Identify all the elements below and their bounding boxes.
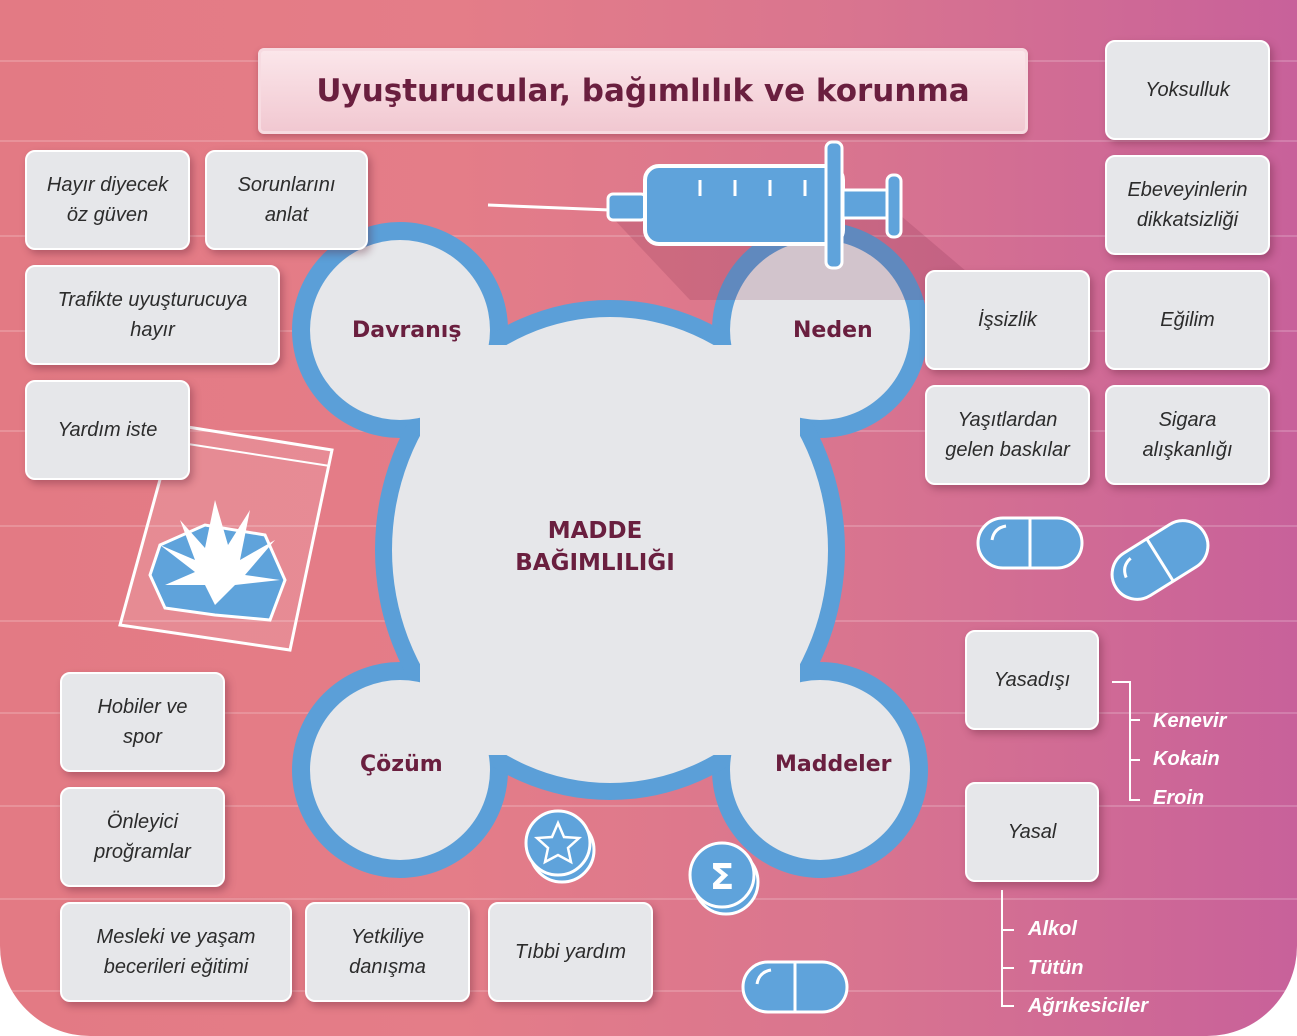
capsule-icon — [976, 516, 1084, 570]
center-label-line1: MADDE — [547, 518, 643, 544]
illegal-item: Eroin — [1153, 787, 1205, 809]
illegal-item: Kenevir — [1153, 710, 1227, 732]
page-title: Uyuşturucular, bağımlılık ve korunma — [316, 73, 970, 109]
behavior-card: Yardım iste — [25, 380, 190, 480]
substance-card-legal: Yasal — [965, 782, 1099, 882]
lobe-label-substances: Maddeler — [775, 752, 892, 777]
svg-text:Σ: Σ — [710, 857, 735, 898]
legal-item: Tütün — [1028, 957, 1084, 979]
legal-bracket — [1001, 890, 1014, 1007]
solution-card: Tıbbi yardım — [488, 902, 653, 1002]
center-label: MADDE BAĞIMLILIĞI — [480, 515, 710, 579]
central-cloud-shape — [292, 222, 928, 878]
legal-item: Alkol — [1028, 918, 1077, 940]
illegal-item: Kokain — [1153, 748, 1220, 770]
star-coin-icon — [524, 809, 596, 884]
sigma-coin-icon: Σ — [688, 841, 760, 916]
cause-card: Eğilim — [1105, 270, 1270, 370]
lobe-label-cause: Neden — [793, 318, 873, 343]
lobe-label-behavior: Davranış — [352, 318, 462, 343]
substance-card-illegal: Yasadışı — [965, 630, 1099, 730]
center-label-line2: BAĞIMLILIĞI — [515, 550, 675, 577]
illegal-bracket — [1112, 681, 1140, 801]
legal-item: Ağrıkesiciler — [1028, 995, 1149, 1017]
capsule-icon — [741, 960, 849, 1014]
cause-card: Yoksulluk — [1105, 40, 1270, 140]
cannabis-leaf-icon — [148, 500, 287, 622]
lobe-label-solution: Çözüm — [360, 752, 443, 777]
capsule-icon — [1110, 519, 1210, 601]
title-banner: Uyuşturucular, bağımlılık ve korunma — [258, 48, 1028, 134]
cause-card: İşsizlik — [925, 270, 1090, 370]
syringe-icon — [487, 140, 1000, 300]
